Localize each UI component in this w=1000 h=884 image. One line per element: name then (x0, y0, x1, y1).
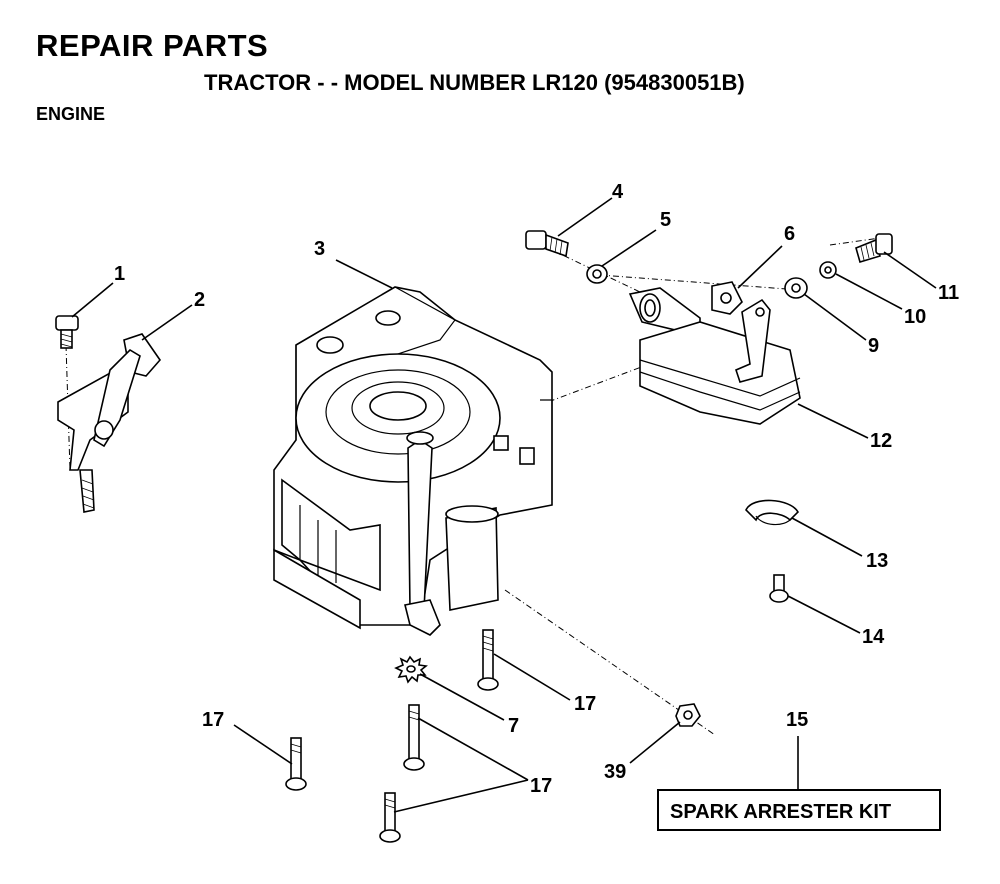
part-6-gasket (711, 281, 743, 315)
callout-2: 2 (194, 289, 205, 311)
part-1-bolt (55, 315, 79, 349)
part-2-throttle-control (57, 333, 162, 513)
section-label: ENGINE (36, 104, 106, 124)
callout-10: 10 (904, 306, 926, 328)
kit-label: SPARK ARRESTER KIT (670, 801, 891, 823)
callout-39: 39 (604, 761, 626, 783)
callout-13: 13 (866, 550, 888, 572)
part-5-washer (586, 264, 608, 284)
callout-6: 6 (784, 223, 795, 245)
part-17-bolt-a (477, 629, 499, 691)
callout-4: 4 (612, 181, 624, 203)
callout-11: 11 (938, 282, 959, 304)
callout-15: 15 (786, 709, 808, 731)
callout-numbers: 1 2 3 4 5 6 7 9 10 11 12 13 14 15 17 17 … (114, 181, 959, 797)
callout-14: 14 (862, 626, 885, 648)
leader-lines (71, 197, 937, 813)
callout-5: 5 (660, 209, 671, 231)
callout-12: 12 (870, 430, 892, 452)
part-14-screw (769, 574, 789, 603)
part-12-muffler (639, 298, 801, 425)
part-10-lockwasher (819, 261, 837, 279)
part-39-nut (675, 703, 701, 727)
callout-17-right: 17 (574, 693, 596, 715)
part-17-bolt-c (285, 737, 307, 791)
part-7-star-washer (394, 655, 428, 684)
spark-arrester-kit-box: SPARK ARRESTER KIT (657, 789, 941, 831)
part-11-bolt (855, 233, 893, 263)
callout-17-left: 17 (202, 709, 224, 731)
part-13-spark-arrester-screen (745, 499, 799, 526)
callout-7: 7 (508, 715, 519, 737)
callout-9: 9 (868, 335, 879, 357)
callout-1: 1 (114, 263, 125, 285)
part-9-washer (784, 277, 808, 299)
model-subtitle: TRACTOR - - MODEL NUMBER LR120 (95483005… (204, 70, 745, 95)
part-17-bolt-d (379, 792, 401, 843)
part-4-bolt (525, 230, 569, 258)
page-title: REPAIR PARTS (36, 28, 269, 63)
callout-17-bottom: 17 (530, 775, 552, 797)
part-17-bolt-b (403, 704, 425, 771)
part-3-engine (273, 286, 553, 636)
callout-3: 3 (314, 238, 325, 260)
